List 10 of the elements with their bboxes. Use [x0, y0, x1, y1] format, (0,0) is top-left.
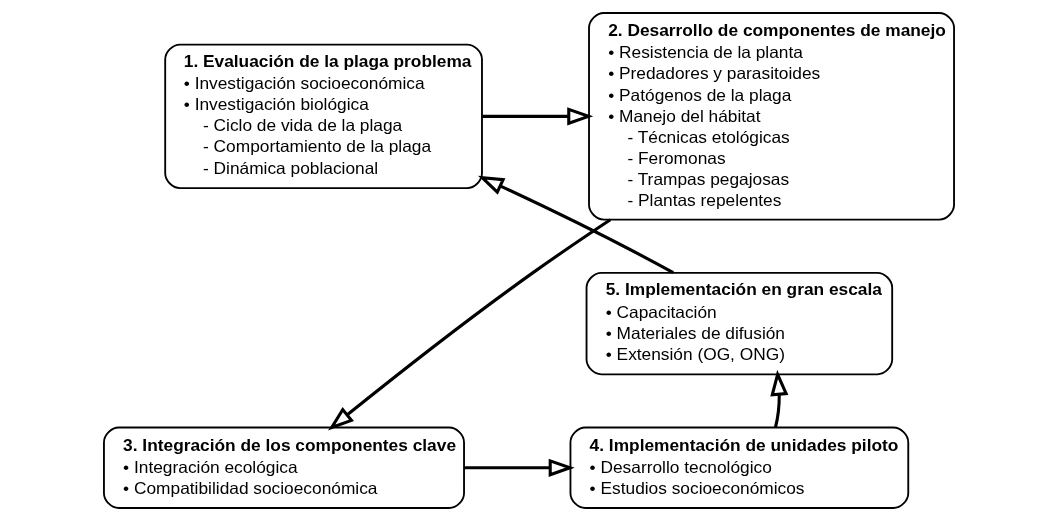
arrow — [769, 369, 788, 428]
node-box: 4. Implementación de unidades piloto • Desarrollo tecnológico • Estudios socioeconómicos — [569, 426, 909, 509]
arrow — [477, 175, 674, 274]
arrow — [481, 107, 593, 126]
node-box: 5. Implementación en gran escala • Capacitación • Materiales de difusión • Extensión (OG, ONG) — [585, 271, 893, 376]
arrow — [463, 458, 575, 477]
node-box: 1. Evaluación de la plaga problema • Investigación socioeconómica • Investigación biológica - Ciclo de vida de la plaga - Comportamiento de la plaga - Dinámica poblacional — [163, 43, 483, 190]
arrow — [327, 218, 611, 431]
node-box: 3. Integración de los componentes clave • Integración ecológica • Compatibilidad socioeconómica — [102, 426, 465, 509]
node-box: 2. Desarrollo de componentes de manejo • Resistencia de la planta • Predadores y parasitoides • Patógenos de la plaga • Manejo del hábitat - Técnicas etológicas - Feromonas - Trampas pegajosas - Plantas repelentes — [587, 12, 955, 221]
